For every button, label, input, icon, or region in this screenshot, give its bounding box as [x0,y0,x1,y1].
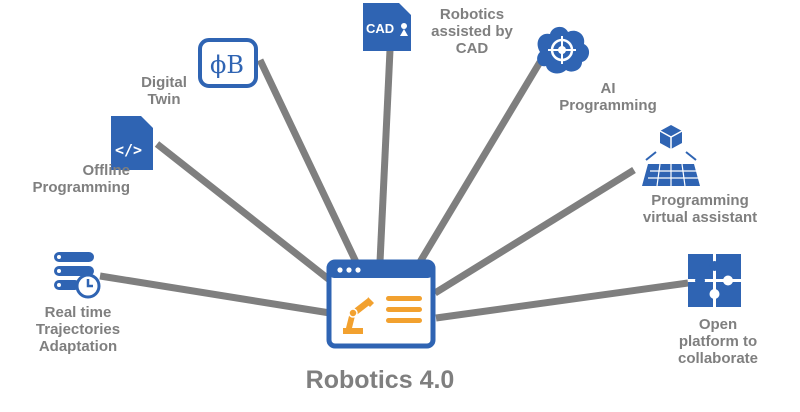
connector-ai [416,60,544,264]
svg-text:ϕB: ϕB [210,51,244,79]
connector-open [435,279,689,322]
svg-text:CAD: CAD [366,21,394,36]
connector-offline [154,141,339,288]
server-clock-icon [54,252,101,299]
hologram-cube-icon [642,125,700,187]
svg-text:</>: </> [115,141,142,159]
connector-cad [376,49,394,263]
cad-file-icon: CAD [363,3,411,51]
label-offline-programming: Offline Programming [32,162,130,196]
label-cad: Robotics assisted by CAD [431,6,513,57]
connector-realtime [99,272,331,317]
label-real-time-trajectories: Real time Trajectories Adaptation [35,304,121,355]
robot-arm-window-icon [326,259,436,349]
digital-twin-icon: ϕB [198,38,258,88]
puzzle-icon [688,254,741,307]
label-ai-programming: AI Programming [559,80,657,114]
label-digital-twin: Digital Twin [141,74,187,108]
diagram-title: Robotics 4.0 [305,366,455,394]
label-open-platform: Open platform to collaborate [677,316,759,367]
label-programming-virtual-assistant: Programming virtual assistant [642,192,758,226]
connector-digital [256,58,360,264]
code-file-icon: </> [111,116,153,170]
connector-virtual [433,167,636,296]
brain-target-icon [537,26,590,74]
